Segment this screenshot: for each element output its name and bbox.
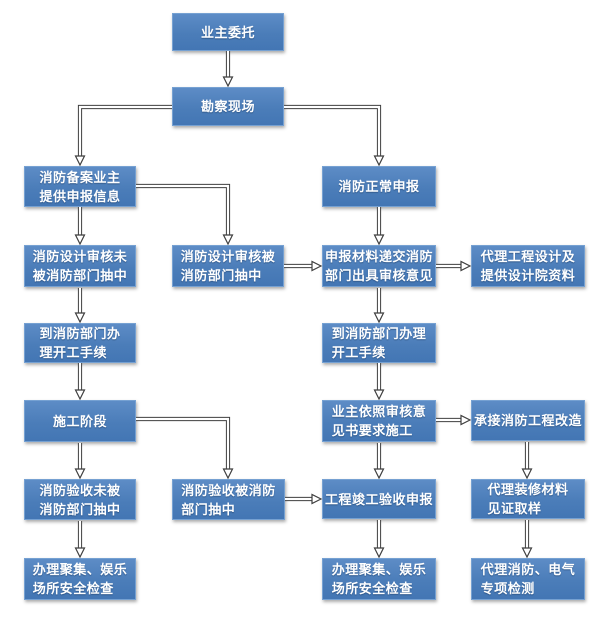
arrowhead-icon <box>373 547 385 559</box>
node-label: 消防设计审核未 被消防部门抽中 <box>32 249 128 283</box>
node-site-survey: 勘察现场 <box>172 87 284 126</box>
node-label: 工程竣工验收申报 <box>324 491 433 507</box>
arrowhead-icon <box>373 234 385 246</box>
node-material-witness-sampling: 代理装修材料 见证取样 <box>471 479 585 519</box>
node-acceptance-selected: 消防验收被消防 部门抽中 <box>172 479 285 520</box>
node-special-inspection: 代理消防、电气 专项检测 <box>471 558 585 600</box>
arrowhead-icon <box>74 468 86 480</box>
arrowhead-icon <box>74 389 86 401</box>
arrowhead-icon <box>460 260 472 272</box>
arrowhead-icon <box>311 260 323 272</box>
node-construct-per-opinion: 业主依照审核意 见书要求施工 <box>322 400 436 442</box>
node-acceptance-not-selected: 消防验收未被 消防部门抽中 <box>24 479 136 520</box>
node-start-permit-right: 到消防部门办理 开工手续 <box>322 323 436 363</box>
node-label: 勘察现场 <box>200 99 255 114</box>
node-label: 施工阶段 <box>52 413 107 429</box>
arrowhead-icon <box>74 155 86 167</box>
node-label: 代理装修材料 见证取样 <box>487 482 569 516</box>
connector-line <box>284 104 382 156</box>
arrowhead-icon <box>373 468 385 480</box>
node-label: 办理聚集、娱乐 场所安全检查 <box>32 562 128 596</box>
node-label: 消防正常申报 <box>338 179 420 194</box>
node-design-not-selected: 消防设计审核未 被消防部门抽中 <box>24 245 136 287</box>
arrowhead-icon <box>460 414 472 426</box>
arrowhead-icon <box>74 547 86 559</box>
arrowhead-icon <box>373 389 385 401</box>
node-safety-check-right: 办理聚集、娱乐 场所安全检查 <box>322 558 436 600</box>
node-completion-declaration: 工程竣工验收申报 <box>322 479 436 519</box>
node-label: 办理聚集、娱乐 场所安全检查 <box>331 562 427 596</box>
node-label: 消防设计审核被 消防部门抽中 <box>180 249 276 283</box>
node-design-selected: 消防设计审核被 消防部门抽中 <box>172 245 284 287</box>
node-undertake-fire-renovation: 承接消防工程改造 <box>471 400 585 441</box>
node-normal-declaration: 消防正常申报 <box>322 166 436 207</box>
arrowhead-icon <box>521 468 533 480</box>
node-label: 到消防部门办 理开工手续 <box>39 326 121 360</box>
arrowhead-icon <box>222 76 234 88</box>
connector-line <box>136 417 230 469</box>
arrowhead-icon <box>74 234 86 246</box>
connector-line <box>77 104 172 156</box>
arrowhead-icon <box>222 234 234 246</box>
node-label: 业主依照审核意 见书要求施工 <box>331 404 427 438</box>
arrowhead-icon <box>222 468 234 480</box>
node-label: 消防验收被消防 部门抽中 <box>181 482 276 517</box>
node-label: 代理工程设计及 提供设计院资料 <box>480 249 576 283</box>
node-filing-owner-info: 消防备案业主 提供申报信息 <box>24 166 136 207</box>
node-label: 消防验收未被 消防部门抽中 <box>39 482 121 517</box>
node-label: 申报材料递交消防 部门出具审核意见 <box>324 249 433 283</box>
arrowhead-icon <box>311 493 323 505</box>
arrowhead-icon <box>74 312 86 324</box>
connector-line <box>284 105 381 156</box>
arrowhead-icon <box>373 155 385 167</box>
node-start-permit-left: 到消防部门办 理开工手续 <box>24 323 136 363</box>
node-owner-entrust: 业主委托 <box>172 13 284 51</box>
node-label: 业主委托 <box>200 24 255 40</box>
node-submit-materials: 申报材料递交消防 部门出具审核意见 <box>322 245 436 287</box>
node-label: 承接消防工程改造 <box>473 413 582 428</box>
arrowhead-icon <box>521 547 533 559</box>
node-construction-stage: 施工阶段 <box>24 400 136 442</box>
connector-line <box>136 183 231 235</box>
node-agent-engineering-design: 代理工程设计及 提供设计院资料 <box>471 245 585 287</box>
node-label: 到消防部门办理 开工手续 <box>331 326 427 360</box>
arrowhead-icon <box>373 312 385 324</box>
node-safety-check-left: 办理聚集、娱乐 场所安全检查 <box>24 558 136 600</box>
node-label: 消防备案业主 提供申报信息 <box>39 169 121 204</box>
connector-line <box>136 416 231 469</box>
connector-line <box>136 184 230 235</box>
node-label: 代理消防、电气 专项检测 <box>480 562 576 596</box>
connector-line <box>78 105 172 156</box>
